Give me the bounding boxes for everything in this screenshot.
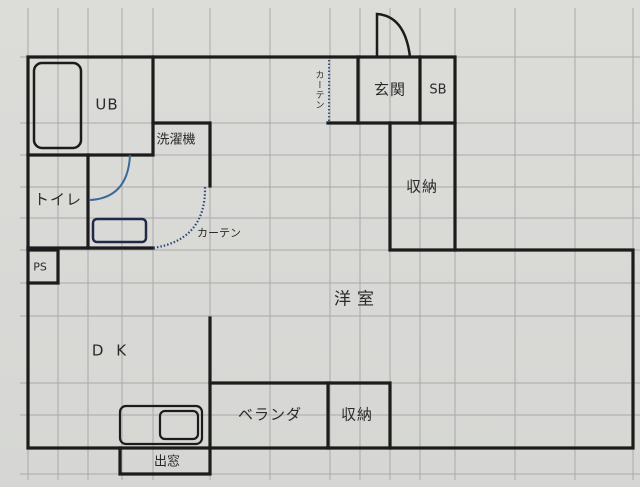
room-label-toilet: トイレ — [33, 190, 83, 209]
bathtub — [32, 61, 83, 150]
room-label-entrance: 玄関 — [373, 80, 407, 99]
room-label-dk: D K — [91, 341, 131, 360]
walls — [26, 55, 635, 476]
kitchen-sink — [158, 409, 200, 441]
toilet-door-swing — [89, 154, 131, 201]
washbasin — [91, 217, 148, 244]
room-label-storage-lower: 収納 — [340, 405, 374, 424]
room-label-ps: PS — [33, 260, 47, 274]
room-label-bay-window: 出窓 — [153, 454, 181, 470]
room-label-ub: UB — [95, 95, 119, 114]
room-label-storage-upper: 収納 — [405, 177, 439, 196]
kitchen-counter — [118, 404, 204, 446]
room-label-balcony: ベランダ — [237, 405, 303, 424]
room-label-sb: SB — [429, 82, 447, 98]
room-label-western-room: 洋室 — [334, 289, 380, 310]
curtain-label-bath: カーテン — [197, 226, 241, 240]
curtain-label-entrance: カーテン — [313, 70, 324, 110]
entrance-door-swing — [375, 12, 412, 58]
grid-lines — [20, 8, 640, 480]
room-label-laundry: 洗濯機 — [156, 132, 196, 148]
